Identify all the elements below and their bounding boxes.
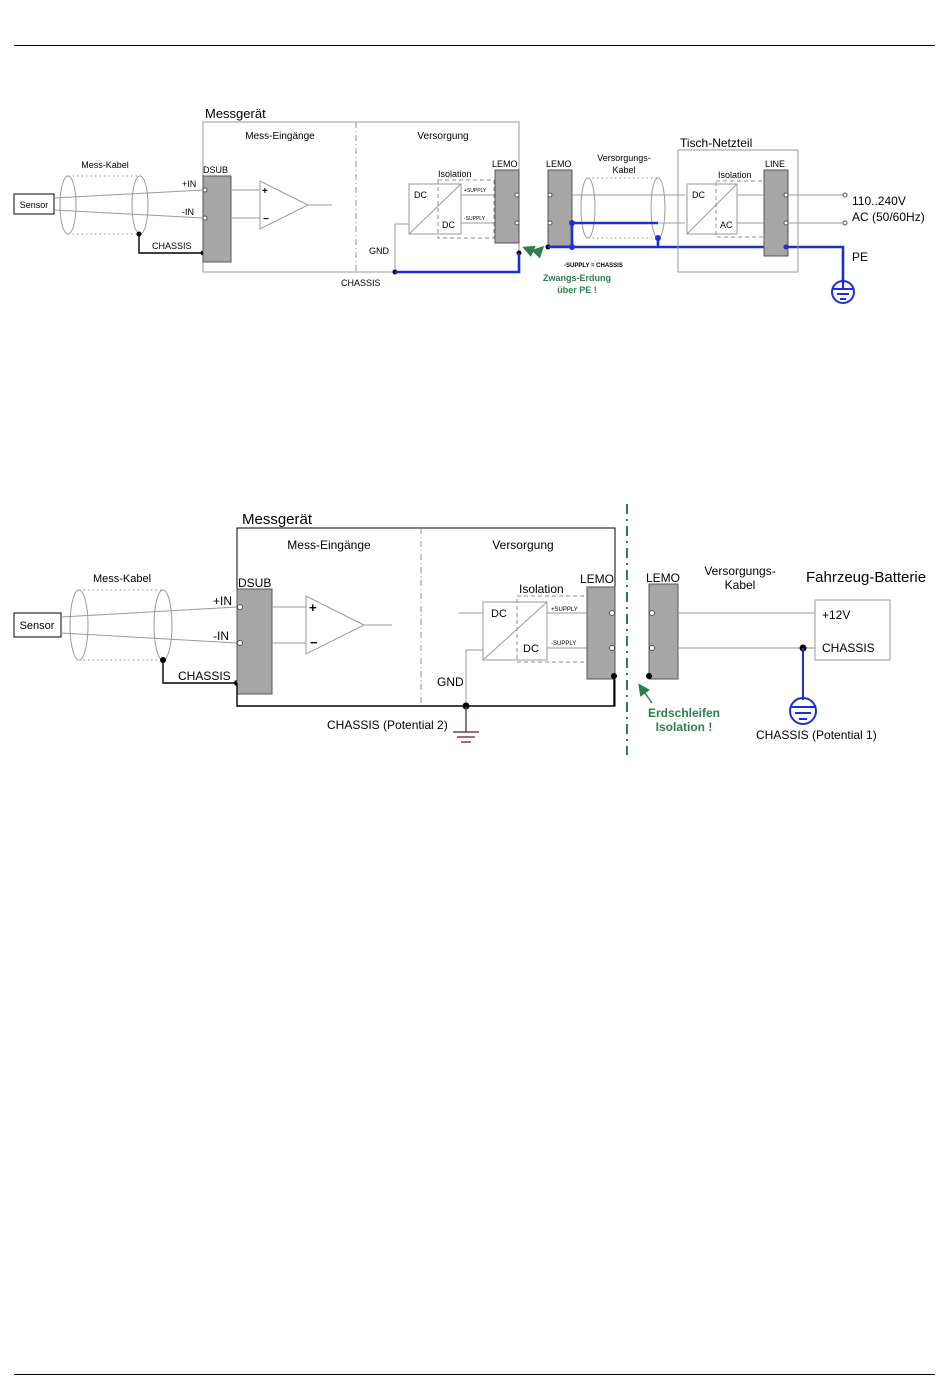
dsub-label: DSUB [238, 576, 271, 590]
forced-ground-note-1: Zwangs-Erdung [543, 273, 611, 283]
svg-text:+: + [309, 600, 317, 615]
cable-shield-right [153, 589, 173, 661]
dsub-label: DSUB [203, 165, 228, 175]
ac-freq-label: AC (50/60Hz) [852, 210, 925, 224]
psu-dc-label: DC [692, 190, 705, 200]
cable-lemo-label: LEMO [546, 159, 572, 169]
cable-lemo-label: LEMO [646, 571, 680, 585]
line-connector [763, 169, 789, 257]
dc-top-label: DC [491, 608, 507, 620]
dc-dc-converter [408, 183, 462, 235]
battery-title: Fahrzeug-Batterie [806, 569, 926, 586]
header-rule [14, 45, 935, 46]
battery-chassis-label: CHASSIS [822, 641, 875, 655]
amplifier [305, 595, 366, 655]
inputs-section-label: Mess-Eingänge [245, 131, 315, 142]
mess-kabel-label: Mess-Kabel [81, 160, 129, 170]
cable-shield-left [59, 175, 77, 235]
device-title: Messgerät [242, 511, 313, 528]
footer-rule [14, 1374, 935, 1375]
supply-cable-label-1: Versorgungs- [597, 153, 651, 163]
psu-isolation-label: Isolation [718, 170, 752, 180]
chassis-potential1-label: CHASSIS (Potential 1) [756, 728, 877, 742]
dc-bottom-label: DC [523, 643, 539, 655]
dc-bottom-label: DC [442, 220, 455, 230]
supply-section-label: Versorgung [417, 131, 468, 142]
sensor-box [13, 612, 62, 638]
forced-ground-note-2: über PE ! [557, 285, 597, 295]
sensor-box [13, 193, 55, 215]
device-lemo-connector [586, 586, 616, 680]
isolation-label: Isolation [519, 582, 564, 596]
pe-label: PE [852, 250, 868, 264]
supply-cable-shield-left [580, 177, 596, 239]
sensor-label: Sensor [20, 620, 55, 632]
supply-cable-shield-right [650, 177, 666, 239]
diagram-forced-grounding: Messgerät Mess-Eingänge Versorgung Senso… [13, 106, 925, 304]
cable-shield-right [131, 175, 149, 235]
mess-kabel-label: Mess-Kabel [93, 573, 151, 585]
voltage-label: 110..240V [852, 194, 906, 208]
chassis-wire [162, 660, 237, 684]
svg-text:+: + [262, 186, 268, 197]
minus-in-label: -IN [213, 629, 229, 643]
line-label: LINE [765, 159, 785, 169]
ground-loop-note-2: Isolation ! [656, 720, 713, 734]
minus-supply-label: -SUPPLY [551, 641, 576, 647]
plus-supply-label: +SUPPLY [464, 188, 487, 194]
gnd-label: GND [437, 675, 464, 689]
dc-dc-converter [482, 601, 548, 661]
psu-isolation-box [715, 180, 765, 238]
chassis-label: CHASSIS [178, 669, 231, 683]
amplifier [259, 180, 310, 230]
dsub-connector [202, 175, 232, 263]
earth-ground-icon [789, 697, 817, 725]
supply-chassis-note: -SUPPLY = CHASSIS [564, 263, 623, 269]
device-box [236, 527, 616, 707]
isolation-box [437, 179, 495, 239]
device-lemo-connector [494, 169, 520, 244]
dc-top-label: DC [414, 190, 427, 200]
minus-in-label: -IN [182, 207, 194, 217]
chassis-bus [236, 676, 615, 707]
supply-cable-label-1: Versorgungs- [704, 564, 775, 578]
psu-ac-label: AC [720, 220, 733, 230]
earth-ground-icon [831, 280, 855, 304]
cable-lemo-connector [547, 169, 573, 247]
inputs-section-label: Mess-Eingänge [287, 538, 371, 552]
supply-section-label: Versorgung [492, 538, 553, 552]
chassis-potential2-label: CHASSIS (Potential 2) [327, 718, 448, 732]
chassis-wire [138, 234, 203, 254]
plus-12v-label: +12V [822, 608, 850, 622]
svg-text:−: − [263, 214, 269, 225]
chassis-bottom-label: CHASSIS [341, 278, 381, 288]
supply-cable-label-2: Kabel [725, 578, 756, 592]
plus-in-label: +IN [182, 179, 196, 189]
psu-box [677, 149, 799, 273]
plus-in-label: +IN [213, 594, 232, 608]
supply-cable-label-2: Kabel [612, 165, 635, 175]
device-lemo-label: LEMO [492, 159, 518, 169]
sensor-label: Sensor [20, 200, 49, 210]
minus-supply-label: -SUPPLY [464, 216, 486, 222]
cable-shield-left [69, 589, 89, 661]
ac-dc-converter [686, 183, 738, 235]
cable-lemo-connector [648, 583, 679, 680]
device-title: Messgerät [205, 106, 266, 121]
svg-text:−: − [310, 635, 318, 650]
chassis-ground-icon [453, 731, 479, 743]
device-lemo-label: LEMO [580, 572, 614, 586]
chassis-label: CHASSIS [152, 241, 192, 251]
ground-loop-note-1: Erdschleifen [648, 706, 720, 720]
psu-title: Tisch-Netzteil [680, 136, 752, 150]
diagram-ground-loop-isolation: Messgerät Mess-Eingänge Versorgung Senso… [13, 504, 926, 755]
device-box [202, 121, 520, 273]
chassis-blue-wire [395, 253, 521, 274]
isolation-label: Isolation [438, 169, 472, 179]
gnd-label: GND [369, 246, 390, 256]
battery-box [814, 599, 891, 661]
plus-supply-label: +SUPPLY [551, 607, 578, 613]
